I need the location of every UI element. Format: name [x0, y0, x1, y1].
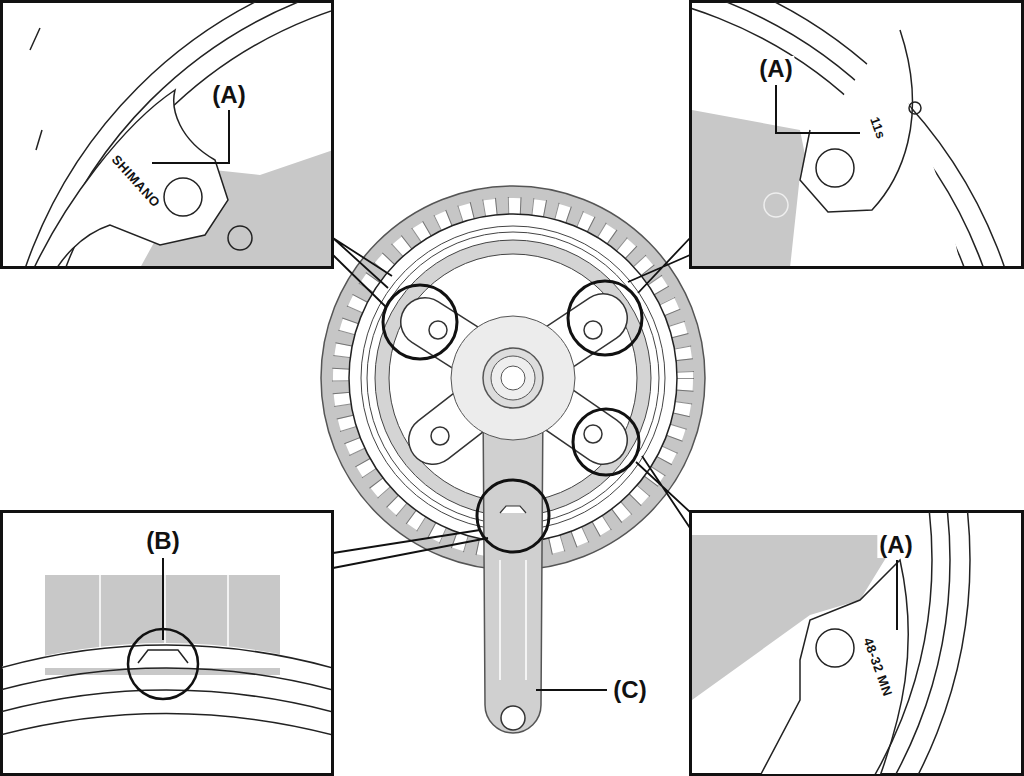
inset-detail — [2, 2, 331, 266]
inset-pointers — [333, 238, 690, 568]
inset-detail — [2, 575, 331, 735]
inset-detail — [692, 2, 1022, 266]
crankset — [321, 186, 705, 733]
callout-circles — [383, 281, 642, 552]
leader-lines — [152, 85, 897, 690]
callout-letter: (B) — [144, 528, 181, 554]
inset-detail — [692, 512, 970, 774]
callout-letter: (A) — [877, 532, 914, 558]
callout-letter: (C) — [611, 677, 648, 703]
callout-letter: (A) — [210, 82, 247, 108]
callout-letter: (A) — [757, 56, 794, 82]
